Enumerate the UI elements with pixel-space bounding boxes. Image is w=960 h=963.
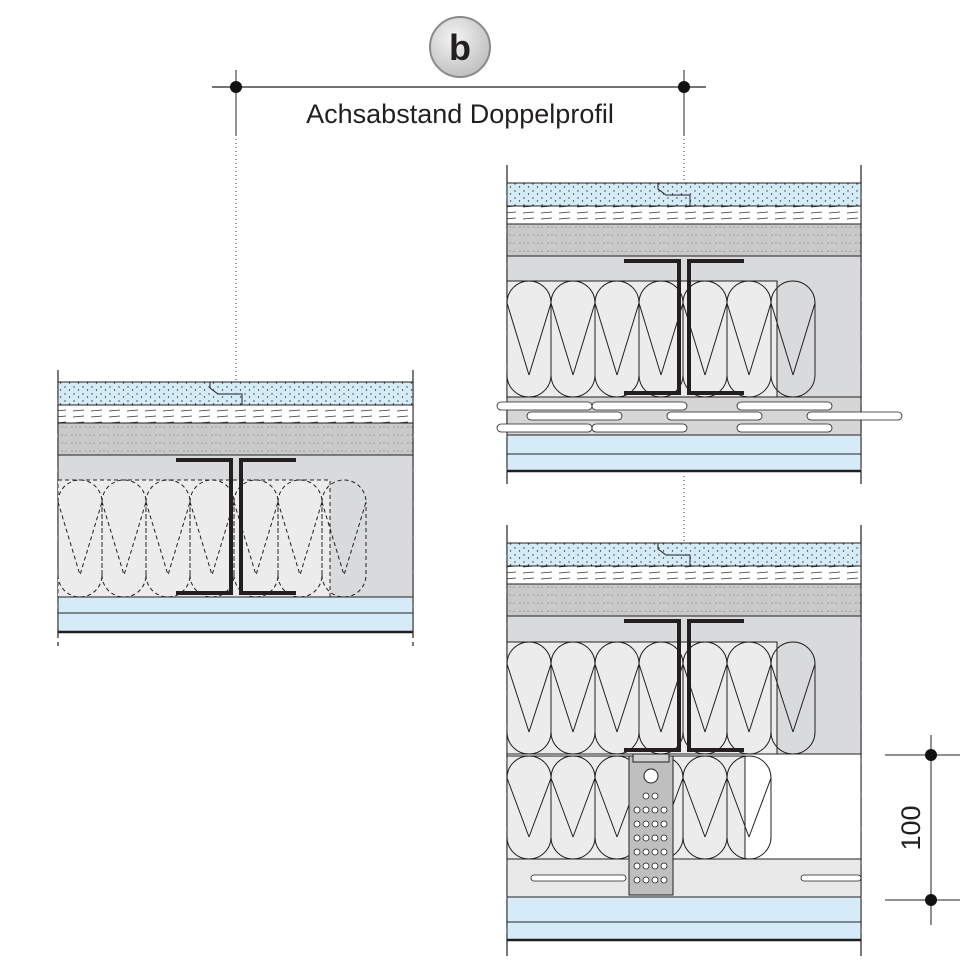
hanger-hole — [642, 848, 650, 856]
insulation-batts — [506, 280, 816, 398]
resilient-channel — [496, 396, 903, 436]
plasterboard-layer — [57, 596, 414, 614]
hanger-hole — [660, 834, 668, 842]
assembly-bottom-right — [506, 525, 862, 956]
channel-slot — [736, 423, 833, 433]
channel-slot — [526, 411, 623, 421]
insulation-outline — [506, 280, 778, 398]
hanger-hole — [651, 806, 659, 814]
double-c-profile — [624, 619, 744, 752]
hanger-hole — [660, 806, 668, 814]
rail-slot — [800, 874, 862, 882]
hanger-hole — [642, 792, 650, 800]
double-c-profile — [176, 458, 296, 595]
hanger-hole — [642, 806, 650, 814]
steel-profile — [624, 259, 744, 395]
steel-profile — [624, 619, 744, 752]
hanger-hole — [651, 834, 659, 842]
hanger-hole — [651, 862, 659, 870]
plasterboard-layer — [506, 434, 862, 455]
insulation-batts — [57, 479, 367, 598]
hanger-hole — [660, 848, 668, 856]
wood-board-layer — [506, 583, 862, 617]
dimension-label: Achsabstand Doppelprofil — [306, 99, 614, 129]
dimension-100: 100 — [885, 735, 960, 925]
hanger-hole — [660, 820, 668, 828]
double-c-profile — [624, 259, 744, 395]
hanger-hole — [660, 876, 668, 884]
impact-insulation-layer — [506, 565, 862, 585]
wood-board-layer — [506, 223, 862, 257]
axis-marker: b — [429, 16, 491, 78]
marker-letter: b — [449, 27, 471, 68]
hanger-hole — [642, 820, 650, 828]
edge-strip — [657, 183, 691, 219]
rail-slot — [530, 874, 627, 882]
dimension-value: 100 — [896, 805, 926, 850]
hanger-hole — [651, 848, 659, 856]
channel-slot — [806, 411, 903, 421]
suspended-ceiling-zone — [506, 753, 862, 898]
hanger-clip — [632, 753, 670, 763]
impact-insulation-layer — [506, 205, 862, 225]
wood-board-layer — [57, 422, 414, 456]
edge-strip — [209, 382, 243, 418]
plasterboard-layer — [57, 612, 414, 633]
assembly-left — [57, 370, 414, 646]
insulation-outline — [506, 755, 746, 860]
hanger-hole — [651, 792, 659, 800]
steel-profile — [176, 458, 296, 595]
direct-hanger — [628, 753, 674, 896]
channel-slot — [591, 423, 688, 433]
plasterboard-layer — [506, 896, 862, 923]
hanger-hole — [633, 848, 641, 856]
hanger-hole — [651, 876, 659, 884]
hanger-hole — [660, 862, 668, 870]
hanger-hole — [651, 820, 659, 828]
impact-insulation-layer — [57, 404, 414, 424]
hanger-hole — [642, 876, 650, 884]
lower-insulation-batts — [506, 755, 772, 860]
plasterboard-layer — [506, 921, 862, 941]
dimension-axis-spacing: Achsabstand Doppelprofil — [212, 70, 706, 543]
assembly-top-right — [496, 165, 903, 484]
hanger-hole — [633, 820, 641, 828]
channel-slot — [591, 401, 688, 411]
hanger-hole — [643, 768, 659, 784]
hanger-hole — [642, 834, 650, 842]
hanger-hole — [633, 834, 641, 842]
hanger-hole — [633, 806, 641, 814]
channel-slot — [496, 423, 593, 433]
plasterboard-layer — [506, 453, 862, 472]
hanger-hole — [633, 862, 641, 870]
edge-strip — [657, 543, 691, 579]
channel-slot — [666, 411, 763, 421]
hanger-hole — [633, 876, 641, 884]
insulation-outline — [57, 479, 331, 598]
insulation-batts — [506, 641, 816, 755]
insulation-outline — [506, 641, 778, 755]
marker-circle — [429, 16, 491, 78]
hanger-hole — [642, 862, 650, 870]
channel-slot — [736, 401, 833, 411]
channel-slot — [496, 401, 593, 411]
